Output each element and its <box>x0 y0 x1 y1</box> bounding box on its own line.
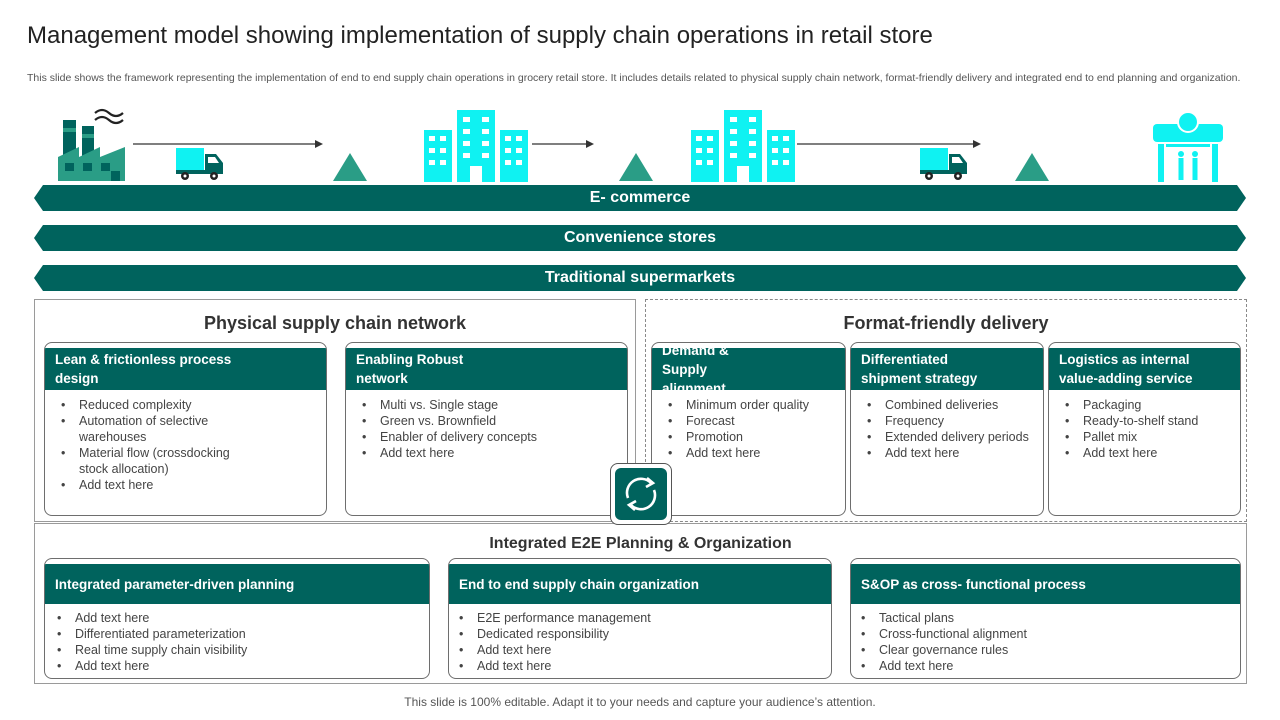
list-item: Material flow (crossdocking stock alloca… <box>59 445 320 477</box>
page-title: Management model showing implementation … <box>27 22 933 49</box>
band-convenience-stores: Convenience stores <box>34 225 1246 251</box>
card-lean-process: Lean & frictionless process design Reduc… <box>44 342 327 516</box>
card-title: Enabling Robust network <box>346 348 627 390</box>
card-demand-supply: Demand & Supply alignment Minimum order … <box>651 342 846 516</box>
triangle-icon <box>619 153 653 181</box>
card-bullets: Add text here Differentiated parameteriz… <box>55 610 423 674</box>
list-item: Real time supply chain visibility <box>55 642 423 658</box>
list-item: Promotion <box>666 429 839 445</box>
list-item: Clear governance rules <box>859 642 1234 658</box>
list-item: E2E performance management <box>457 610 825 626</box>
card-title: Integrated parameter-driven planning <box>45 564 429 604</box>
list-item: Enabler of delivery concepts <box>360 429 621 445</box>
footer-note: This slide is 100% editable. Adapt it to… <box>404 695 876 709</box>
band-ecommerce: E- commerce <box>34 185 1246 211</box>
list-item: Combined deliveries <box>865 397 1037 413</box>
list-item: Add text here <box>666 445 839 461</box>
band-label: Convenience stores <box>563 229 717 246</box>
panel-title: Integrated E2E Planning & Organization <box>489 535 792 552</box>
list-item: Pallet mix <box>1063 429 1234 445</box>
card-parameter-planning: Integrated parameter-driven planning Add… <box>44 558 430 679</box>
physical-supply-chain-panel: Physical supply chain network Lean & fri… <box>34 299 636 522</box>
list-item: Add text here <box>1063 445 1234 461</box>
list-item: Multi vs. Single stage <box>360 397 621 413</box>
panel-title: Format-friendly delivery <box>843 313 1049 333</box>
list-item: Add text here <box>360 445 621 461</box>
refresh-cycle-icon <box>625 477 657 511</box>
card-bullets: Reduced complexity Automation of selecti… <box>59 397 320 493</box>
list-item: Automation of selective warehouses <box>59 413 320 445</box>
card-robust-network: Enabling Robust network Multi vs. Single… <box>345 342 628 516</box>
list-item: Frequency <box>865 413 1037 429</box>
card-title: Lean & frictionless process design <box>45 348 326 390</box>
panel-title: Physical supply chain network <box>203 313 467 333</box>
list-item: Differentiated parameterization <box>55 626 423 642</box>
supply-flow-icons <box>0 100 1280 185</box>
triangle-icon <box>333 153 367 181</box>
list-item: Cross-functional alignment <box>859 626 1234 642</box>
list-item: Add text here <box>55 658 423 674</box>
card-bullets: Packaging Ready-to-shelf stand Pallet mi… <box>1063 397 1234 461</box>
card-title: S&OP as cross- functional process <box>851 564 1240 604</box>
list-item: Tactical plans <box>859 610 1234 626</box>
band-label: Traditional supermarkets <box>544 269 736 286</box>
truck-icon <box>920 148 967 180</box>
store-icon <box>1153 111 1223 182</box>
card-shipment-strategy: Differentiated shipment strategy Combine… <box>850 342 1044 516</box>
list-item: Dedicated responsibility <box>457 626 825 642</box>
truck-icon <box>176 148 223 180</box>
list-item: Add text here <box>859 658 1234 674</box>
list-item: Add text here <box>59 477 320 493</box>
list-item: Add text here <box>55 610 423 626</box>
buildings-icon <box>691 110 795 182</box>
list-item: Add text here <box>457 658 825 674</box>
list-item: Green vs. Brownfield <box>360 413 621 429</box>
triangle-icon <box>1015 153 1049 181</box>
arrow-right-icon <box>133 140 323 148</box>
card-bullets: Tactical plans Cross-functional alignmen… <box>859 610 1234 674</box>
card-title: Logistics as internal value-adding servi… <box>1049 348 1240 390</box>
cycle-badge <box>610 463 672 525</box>
card-bullets: Combined deliveries Frequency Extended d… <box>865 397 1037 461</box>
list-item: Extended delivery periods <box>865 429 1037 445</box>
card-bullets: E2E performance management Dedicated res… <box>457 610 825 674</box>
factory-icon <box>58 108 125 181</box>
card-bullets: Minimum order quality Forecast Promotion… <box>666 397 839 461</box>
buildings-icon <box>424 110 528 182</box>
list-item: Add text here <box>865 445 1037 461</box>
band-label: E- commerce <box>589 189 691 206</box>
card-logistics-service: Logistics as internal value-adding servi… <box>1048 342 1241 516</box>
list-item: Add text here <box>457 642 825 658</box>
card-sop-process: S&OP as cross- functional process Tactic… <box>850 558 1241 679</box>
list-item: Minimum order quality <box>666 397 839 413</box>
card-bullets: Multi vs. Single stage Green vs. Brownfi… <box>360 397 621 461</box>
list-item: Forecast <box>666 413 839 429</box>
integrated-planning-panel: Integrated E2E Planning & Organization I… <box>34 523 1247 684</box>
card-title: Demand & Supply alignment <box>652 343 845 396</box>
arrow-right-icon <box>532 140 594 148</box>
card-title: End to end supply chain organization <box>449 564 831 604</box>
arrow-right-icon <box>797 140 981 148</box>
card-e2e-organization: End to end supply chain organization E2E… <box>448 558 832 679</box>
format-friendly-delivery-panel: Format-friendly delivery Demand & Supply… <box>645 299 1247 522</box>
page-subtitle: This slide shows the framework represent… <box>27 72 1241 84</box>
list-item: Packaging <box>1063 397 1234 413</box>
band-traditional-supermarkets: Traditional supermarkets <box>34 265 1246 291</box>
card-title: Differentiated shipment strategy <box>851 348 1043 390</box>
list-item: Ready-to-shelf stand <box>1063 413 1234 429</box>
list-item: Reduced complexity <box>59 397 320 413</box>
